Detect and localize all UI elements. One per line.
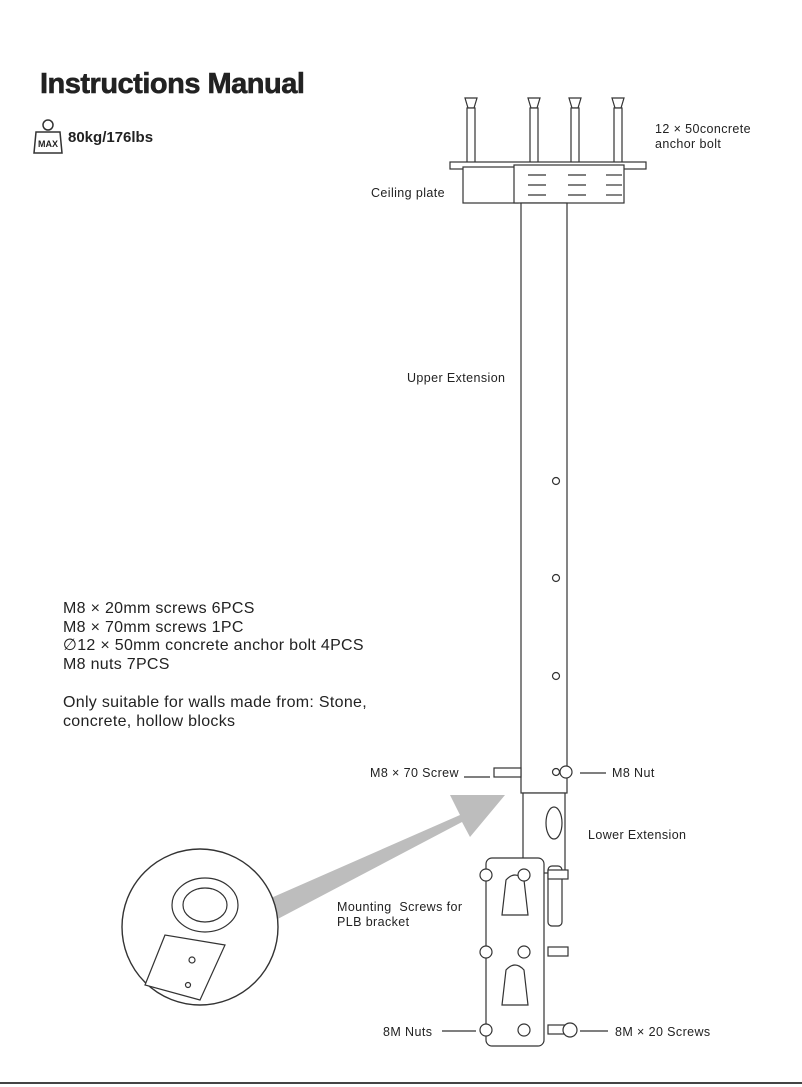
bottom-divider bbox=[0, 1082, 802, 1084]
parts-list-item: M8 × 70mm screws 1PC bbox=[63, 618, 244, 636]
wall-suitability-note: Only suitable for walls made from: Stone… bbox=[63, 694, 367, 730]
ceiling-plate-icon bbox=[449, 161, 647, 204]
screws-8m-20-label: 8M × 20 Screws bbox=[615, 1025, 711, 1039]
anchor-bolt-icon bbox=[464, 97, 625, 166]
lower-extension-label: Lower Extension bbox=[588, 828, 687, 842]
ceiling-plate-label: Ceiling plate bbox=[371, 186, 445, 200]
detail-magnifier-icon bbox=[121, 848, 279, 1006]
max-weight-icon: MAX bbox=[33, 119, 63, 154]
m8-nut-label: M8 Nut bbox=[612, 766, 655, 780]
m8-70-screw-label: M8 × 70 Screw bbox=[370, 766, 459, 780]
mounting-screws-label: Mounting Screws for PLB bracket bbox=[337, 900, 463, 929]
upper-extension-pole bbox=[520, 202, 568, 794]
m8-nut-icon bbox=[559, 765, 573, 779]
upper-extension-label: Upper Extension bbox=[407, 371, 506, 385]
detail-arrow-icon bbox=[255, 795, 505, 922]
nuts-8m-label: 8M Nuts bbox=[383, 1025, 433, 1039]
bracket-screw-icon bbox=[479, 868, 578, 1038]
parts-list-item: ∅12 × 50mm concrete anchor bolt 4PCS bbox=[63, 637, 364, 654]
page-title: Instructions Manual bbox=[40, 68, 306, 101]
parts-list: M8 × 20mm screws 6PCS M8 × 70mm screws 1… bbox=[63, 600, 364, 674]
parts-list-item: M8 nuts 7PCS bbox=[63, 655, 170, 673]
m8-screw-icon bbox=[493, 767, 522, 778]
max-weight-label: 80kg/176lbs bbox=[68, 129, 154, 146]
parts-list-item: M8 × 20mm screws 6PCS bbox=[63, 600, 255, 617]
max-badge-text: MAX bbox=[38, 139, 58, 149]
anchor-bolt-label: 12 × 50concrete anchor bolt bbox=[655, 122, 751, 151]
